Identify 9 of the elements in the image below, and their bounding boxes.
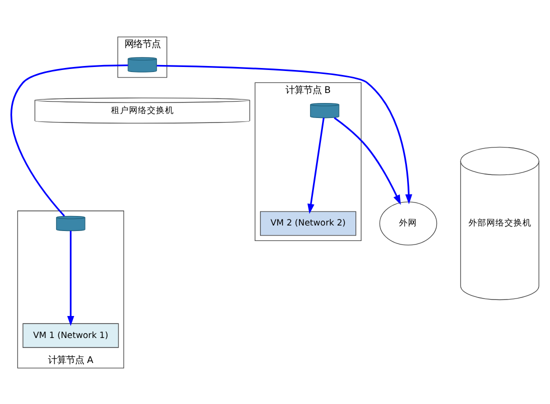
arrow: [156, 64, 412, 204]
cluster: 网络节点: [117, 36, 168, 78]
connector: [10, 64, 128, 216]
arrow: [334, 116, 401, 204]
node-box: VM 1 (Network 1): [22, 322, 119, 348]
node-ellipse: 外网: [379, 201, 438, 245]
node-box: VM 2 (Network 2): [260, 210, 356, 236]
arrow: [67, 230, 74, 326]
arrow: [307, 117, 325, 214]
